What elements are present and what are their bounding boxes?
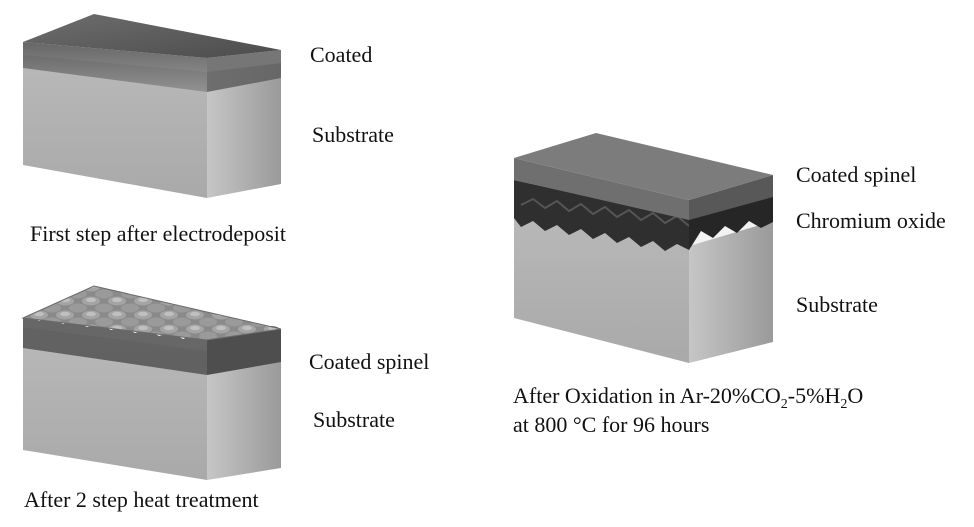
- substrate-front-face: [514, 206, 689, 363]
- caption-oxidation-line1: After Oxidation in Ar-20%CO2-5%H2O: [513, 383, 864, 412]
- subscript: 2: [840, 397, 848, 412]
- caption-first-step: First step after electrodeposit: [30, 221, 286, 246]
- label-substrate: Substrate: [313, 407, 395, 432]
- label-chromium-oxide: Chromium oxide: [796, 208, 946, 233]
- chromium-oxide-front-face: [514, 180, 689, 251]
- label-coated-spinel: Coated spinel: [796, 162, 917, 187]
- coating-front-face: [23, 42, 207, 92]
- spinel-front-face: [514, 158, 689, 220]
- caption-heat-treatment: After 2 step heat treatment: [24, 487, 259, 512]
- label-substrate: Substrate: [312, 122, 394, 147]
- substrate-front-face: [23, 55, 207, 198]
- subscript: 2: [780, 397, 788, 412]
- coating-top-face: [23, 14, 281, 58]
- coating-side-face: [207, 325, 281, 375]
- substrate-side-face: [207, 340, 281, 480]
- block-oxidation: [514, 133, 773, 363]
- coating-front-face: [23, 316, 207, 375]
- coating-spinel-top-face: [23, 286, 281, 340]
- label-substrate: Substrate: [796, 292, 878, 317]
- block-electrodeposit: [23, 14, 281, 198]
- label-coated: Coated: [310, 42, 373, 67]
- block-heat-treatment: [21, 285, 282, 480]
- caption-oxidation-line2: at 800 °C for 96 hours: [513, 412, 710, 437]
- substrate-side-face: [207, 63, 281, 198]
- substrate-side-face: [689, 221, 773, 363]
- spinel-side-face: [689, 175, 773, 220]
- label-coated-spinel: Coated spinel: [309, 349, 430, 374]
- caption-text: -5%H: [787, 383, 841, 408]
- caption-text: After Oxidation in Ar-20%CO: [513, 383, 781, 408]
- coating-side-face: [207, 50, 281, 92]
- spinel-top-face: [514, 133, 773, 200]
- caption-text: O: [847, 383, 864, 408]
- chromium-oxide-side-face: [689, 196, 773, 250]
